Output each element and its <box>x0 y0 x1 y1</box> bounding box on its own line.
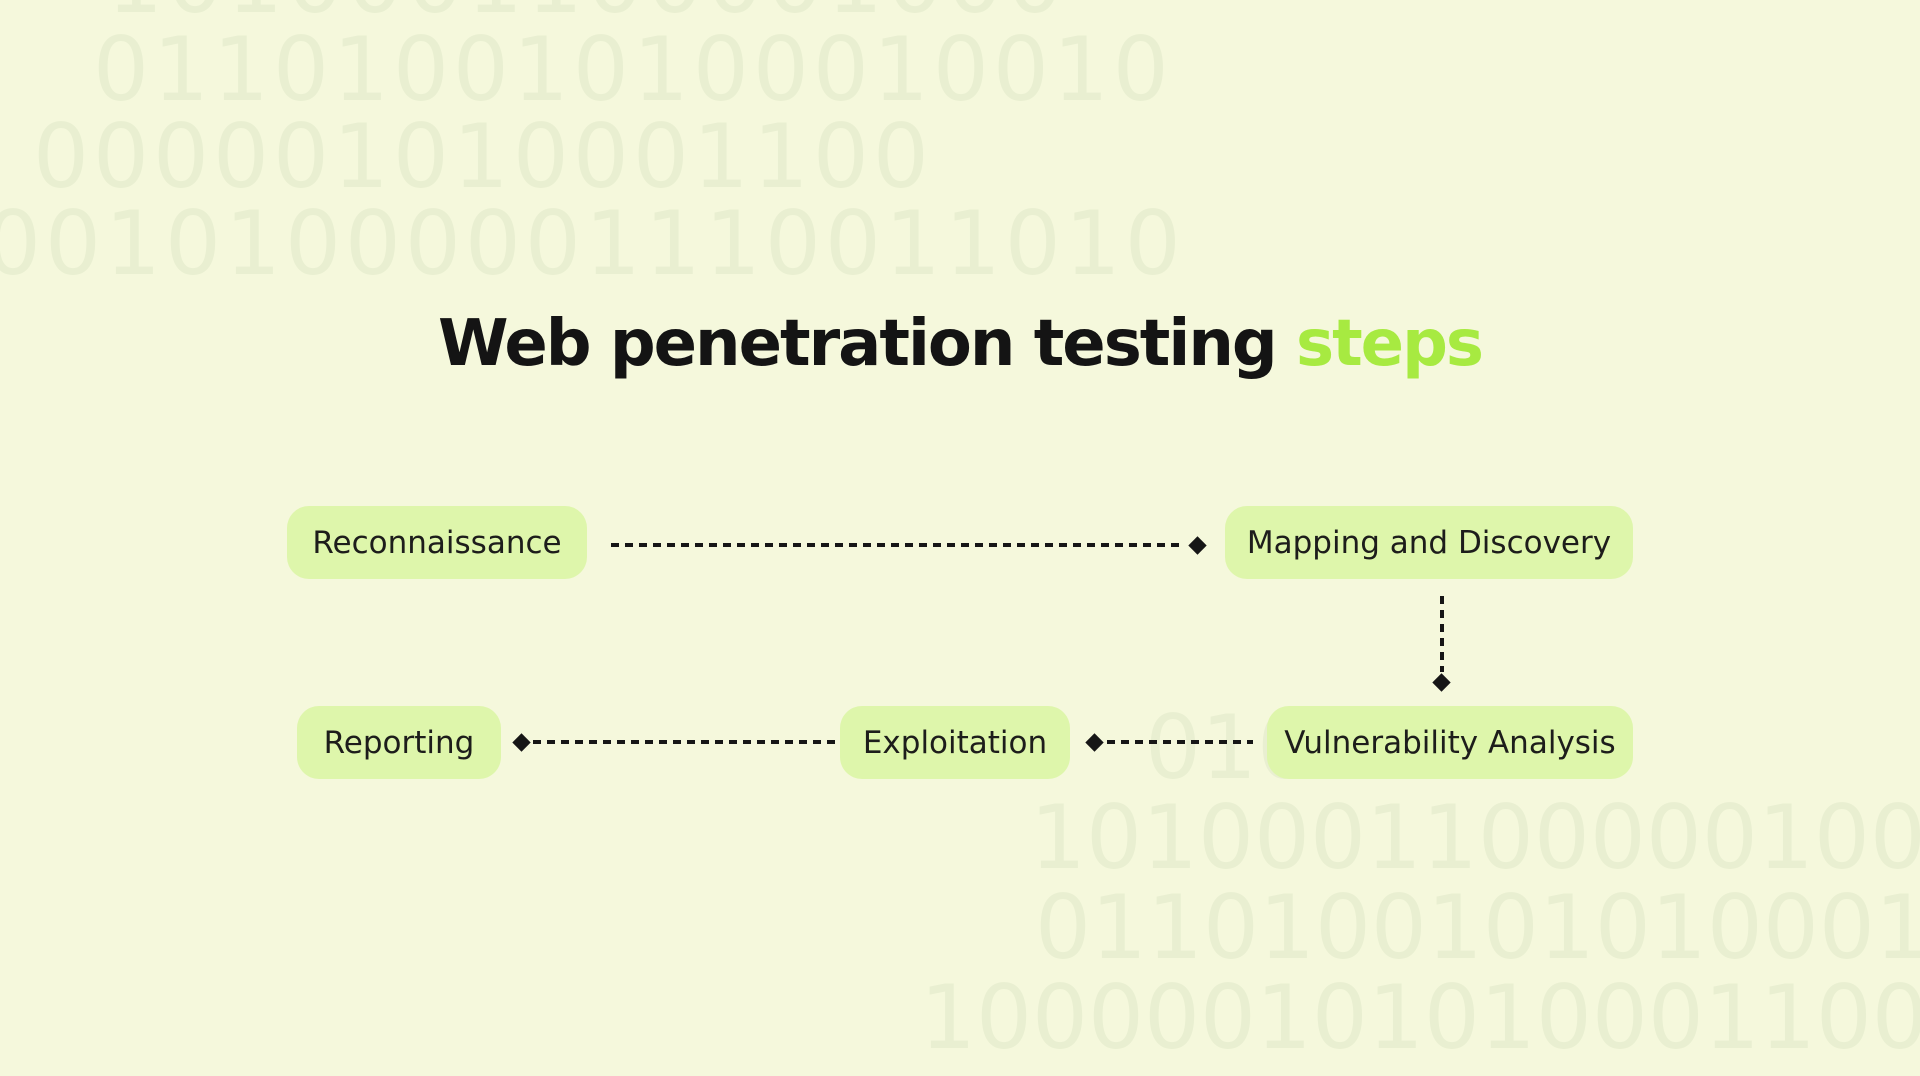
binary-row: 011010010100010010 <box>93 18 1173 121</box>
node-exploitation: Exploitation <box>840 706 1070 779</box>
connector-mapping-to-vulnerability-arrowhead-icon <box>1432 673 1451 692</box>
binary-row: 1010001100001000 <box>107 0 1067 26</box>
binary-row: 01101001010100010 <box>1035 876 1920 979</box>
binary-row: 100000101010001100 <box>920 966 1920 1069</box>
node-mapping-and-discovery: Mapping and Discovery <box>1225 506 1633 579</box>
binary-row: 000001010001100 <box>33 105 933 208</box>
node-vulnerability-analysis: Vulnerability Analysis <box>1267 706 1633 779</box>
connector-reconnaissance-to-mapping-line <box>611 543 1185 547</box>
connector-exploitation-to-reporting-line <box>533 740 836 744</box>
page-title-accent: steps <box>1295 307 1484 381</box>
binary-row: 1010001100000100 <box>1030 786 1920 889</box>
binary-row: 00101000001110011010 <box>0 192 1185 295</box>
connector-mapping-to-vulnerability-line <box>1440 596 1444 672</box>
node-reconnaissance: Reconnaissance <box>287 506 587 579</box>
page-title: Web penetration testing steps <box>0 307 1920 381</box>
node-reporting: Reporting <box>297 706 501 779</box>
connector-reconnaissance-to-mapping-arrowhead-icon <box>1188 536 1207 555</box>
connector-vulnerability-to-exploitation-line <box>1107 740 1253 744</box>
connector-exploitation-to-reporting-arrowhead-icon <box>512 733 531 752</box>
connector-vulnerability-to-exploitation-arrowhead-icon <box>1085 733 1104 752</box>
page-title-main: Web penetration testing <box>438 307 1278 381</box>
